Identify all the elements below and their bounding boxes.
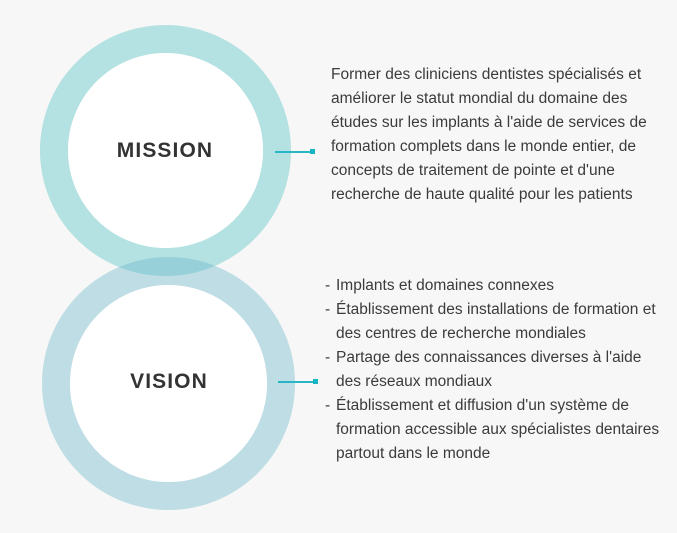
vision-circle-label: VISION — [130, 370, 208, 393]
list-item-text: Établissement et diffusion d'un système … — [336, 397, 660, 462]
vision-connector-line — [278, 381, 316, 383]
mission-description: Former des cliniciens dentistes spéciali… — [331, 66, 647, 203]
mission-connector-line — [275, 151, 313, 153]
vision-circle-inner — [70, 285, 267, 482]
list-item: - Établissement des installations de for… — [325, 298, 663, 346]
list-item: - Partage des connaissances diverses à l… — [325, 346, 663, 394]
mission-circle-label: MISSION — [116, 139, 214, 162]
bullet-marker: - — [325, 397, 331, 414]
list-item-text: Établissement des installations de forma… — [336, 301, 656, 342]
list-item-text: Partage des connaissances diverses à l'a… — [336, 349, 642, 390]
list-item-text: Implants et domaines connexes — [336, 277, 554, 294]
list-item: - Établissement et diffusion d'un systèm… — [325, 394, 663, 466]
bullet-marker: - — [325, 277, 331, 294]
vision-connector-endpoint — [313, 379, 318, 384]
list-item: - Implants et domaines connexes — [325, 274, 663, 298]
bullet-marker: - — [325, 301, 331, 318]
mission-connector-endpoint — [310, 149, 315, 154]
vision-bullet-list: - Implants et domaines connexes - Établi… — [325, 274, 663, 466]
mission-circle-inner — [68, 53, 263, 248]
bullet-marker: - — [325, 349, 331, 366]
